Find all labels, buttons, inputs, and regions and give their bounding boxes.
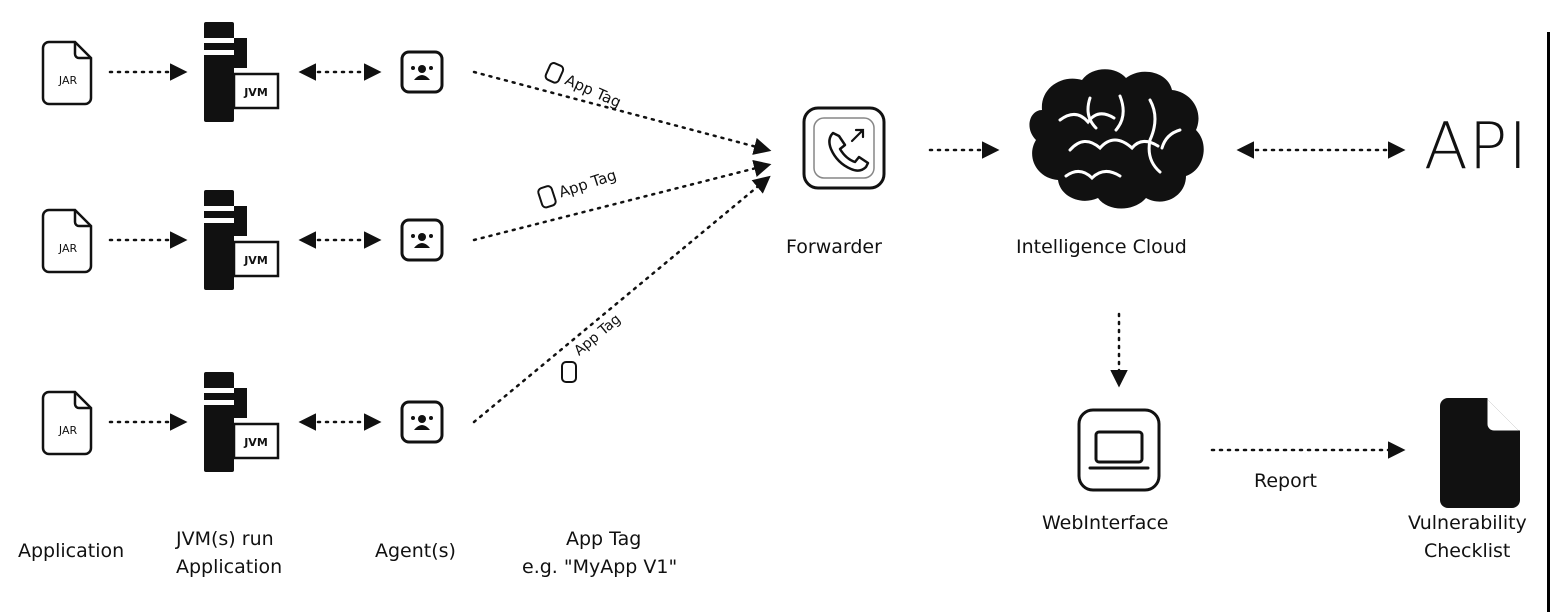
- label-apptag-line2: e.g. "MyApp V1": [522, 556, 678, 578]
- laptop-icon: [1077, 408, 1161, 492]
- label-webinterface: WebInterface: [1042, 512, 1169, 534]
- right-edge-bar: [1547, 32, 1550, 612]
- jar-file-icon: JAR: [41, 40, 93, 106]
- document-icon: [1440, 398, 1520, 508]
- arrow-agent3-to-forwarder: [472, 175, 771, 424]
- jvm-label: JVM: [243, 254, 268, 267]
- label-api: API: [1424, 110, 1529, 184]
- app-tag-2: App Tag: [537, 166, 619, 209]
- server-jvm-icon: JVM: [204, 190, 280, 290]
- arrow-agent1-to-forwarder: [472, 70, 772, 155]
- label-apptag-line1: App Tag: [566, 528, 642, 550]
- jar-label: JAR: [58, 74, 78, 87]
- jar-label: JAR: [58, 242, 78, 255]
- label-application: Application: [18, 540, 125, 562]
- jar-file-icon: JAR: [41, 390, 93, 456]
- jar-label: JAR: [58, 424, 78, 437]
- jvm-label: JVM: [243, 436, 268, 449]
- server-jvm-icon: JVM: [204, 22, 280, 122]
- brain-icon: [1029, 69, 1204, 209]
- label-report: Report: [1254, 470, 1317, 492]
- agent-icon: [400, 50, 444, 94]
- app-tag-1: App Tag: [544, 62, 624, 112]
- jar-file-icon: JAR: [41, 208, 93, 274]
- agent-icon: [400, 218, 444, 262]
- label-forwarder: Forwarder: [786, 236, 882, 258]
- label-jvm-line2: Application: [176, 556, 283, 578]
- server-jvm-icon: JVM: [204, 372, 280, 472]
- jvm-label: JVM: [243, 86, 268, 99]
- app-tag-1-text: App Tag: [562, 71, 624, 112]
- label-vulnerability-line1: Vulnerability: [1408, 512, 1527, 534]
- label-agents: Agent(s): [375, 540, 456, 562]
- label-vulnerability-line2: Checklist: [1424, 540, 1511, 562]
- label-intelligence-cloud: Intelligence Cloud: [1016, 236, 1187, 258]
- phone-forward-icon: [802, 106, 886, 190]
- agent-icon: [400, 400, 444, 444]
- app-tag-2-text: App Tag: [557, 166, 619, 201]
- label-jvm-line1: JVM(s) run: [176, 528, 274, 550]
- arrow-agent2-to-forwarder: [472, 159, 772, 242]
